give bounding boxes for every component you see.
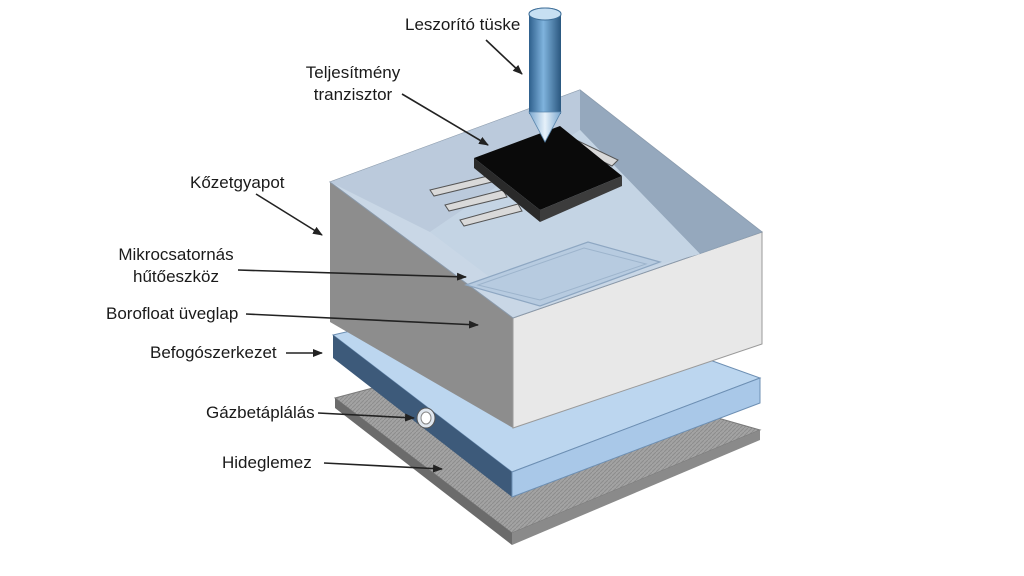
label-rockwool: Kőzetgyapot xyxy=(190,173,285,192)
label-pin: Leszorító tüske xyxy=(405,15,521,34)
arrow-pin xyxy=(485,39,523,75)
arrow-heatsink xyxy=(237,269,467,281)
arrow-transistor xyxy=(401,93,489,146)
leader-arrows xyxy=(237,39,523,473)
arrow-coldplate xyxy=(323,462,443,473)
label-gas: Gázbetáplálás xyxy=(206,403,315,422)
label-transistor-line1: Teljesítmény xyxy=(305,63,401,82)
label-heatsink: Mikrocsatornás hűtőeszköz xyxy=(112,244,240,288)
label-glass: Borofloat üveglap xyxy=(106,304,239,323)
label-heatsink-line1: Mikrocsatornás xyxy=(118,245,234,264)
clamping-pin xyxy=(528,7,562,143)
arrow-glass xyxy=(245,313,479,329)
label-heatsink-line2: hűtőeszköz xyxy=(133,267,219,286)
arrow-gas xyxy=(317,412,415,422)
label-coldplate: Hideglemez xyxy=(222,453,312,472)
label-fixture: Befogószerkezet xyxy=(150,343,277,362)
power-transistor xyxy=(474,126,622,222)
gas-inlet-port xyxy=(416,407,436,429)
label-transistor-line2: tranzisztor xyxy=(313,85,393,104)
label-transistor: Teljesítmény tranzisztor xyxy=(298,62,408,106)
microchannel-heatsink xyxy=(464,241,662,307)
arrow-rockwool xyxy=(255,193,323,236)
